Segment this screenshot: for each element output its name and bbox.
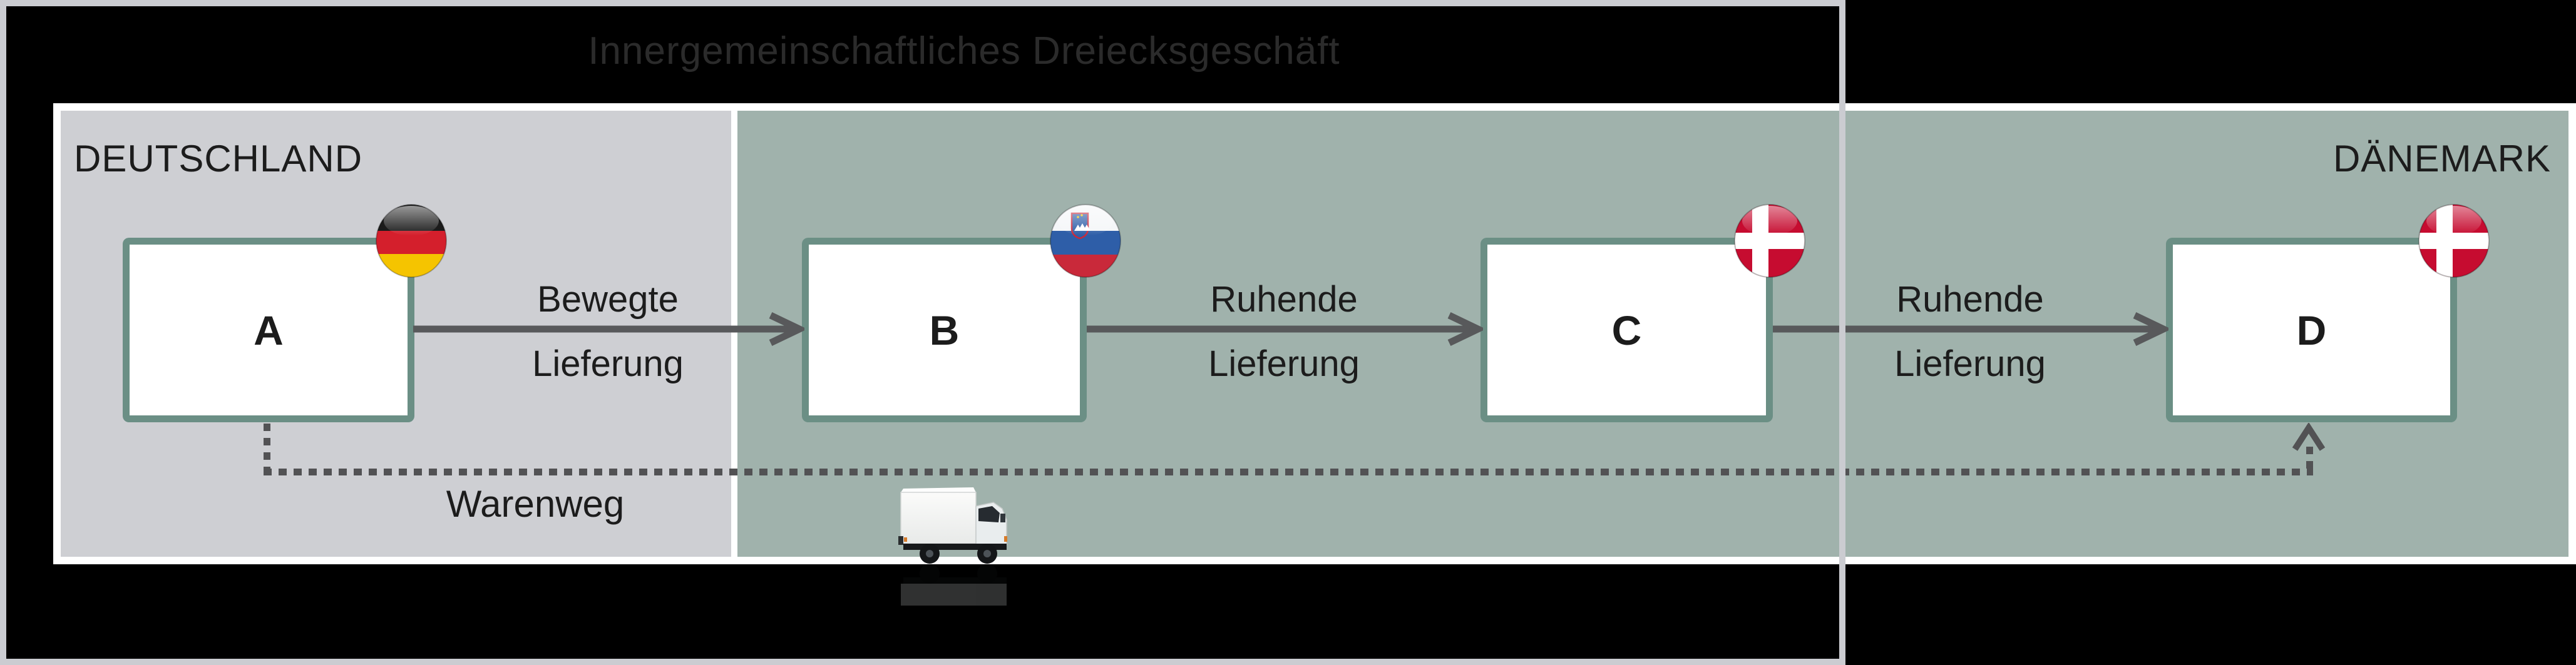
party-box-b-label: B — [929, 307, 960, 353]
arrow-a-to-b — [413, 312, 804, 346]
goods-path-segment-down — [264, 424, 270, 470]
germany-flag-icon — [376, 204, 447, 278]
slovenia-flag-icon — [1050, 204, 1121, 278]
goods-path-segment-up — [2306, 447, 2313, 470]
truck-icon — [898, 487, 1007, 606]
party-box-a-label: A — [254, 307, 284, 353]
goods-path-segment-horizontal — [264, 469, 2313, 475]
arrow-c-d-label-line1: Ruhende — [1896, 279, 2044, 320]
party-box-d-label: D — [2296, 307, 2327, 353]
arrow-a-b-label-line1: Bewegte — [537, 279, 679, 320]
party-box-c-label: C — [1611, 307, 1642, 353]
arrow-c-d-label-line2: Lieferung — [1894, 343, 2046, 384]
diagram-title: Innergemeinschaftliches Dreiecksgeschäft — [588, 29, 1340, 73]
party-box-b: B — [802, 238, 1087, 422]
arrow-b-c-label-line2: Lieferung — [1208, 343, 1360, 384]
arrow-b-to-c — [1087, 312, 1483, 346]
party-box-c: C — [1480, 238, 1773, 422]
denmark-flag-icon — [2418, 204, 2490, 278]
country-label-germany: DEUTSCHLAND — [74, 138, 363, 180]
country-label-denmark: DÄNEMARK — [2332, 138, 2551, 180]
arrow-c-to-d — [1773, 312, 2168, 346]
party-box-a: A — [123, 238, 414, 422]
goods-path-arrowhead-icon — [2292, 423, 2326, 451]
panel-divider — [731, 111, 737, 557]
party-box-d: D — [2166, 238, 2457, 422]
denmark-flag-icon — [1734, 204, 1805, 278]
arrow-b-c-label-line1: Ruhende — [1210, 279, 1358, 320]
arrow-a-b-label-line2: Lieferung — [532, 343, 684, 384]
goods-path-label: Warenweg — [446, 483, 625, 525]
